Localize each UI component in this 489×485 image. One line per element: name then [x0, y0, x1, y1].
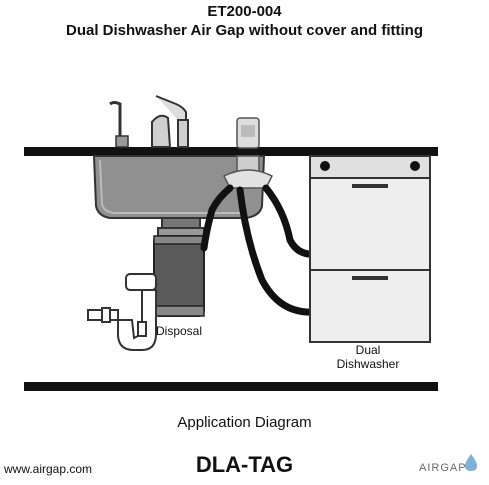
disposal-label: Disposal	[156, 324, 203, 338]
faucet-icon	[151, 95, 189, 148]
air-gap-icon	[222, 117, 274, 189]
countertop	[24, 147, 438, 156]
droplet-icon	[465, 454, 477, 471]
dishwasher-label: Dual Dishwasher	[333, 343, 403, 371]
model-number: ET200-004	[207, 3, 282, 20]
disposal-icon	[153, 235, 205, 317]
dishwasher-icon	[309, 155, 431, 343]
website-link[interactable]: www.airgap.com	[4, 462, 93, 476]
diagram-caption: Application Diagram	[177, 414, 312, 431]
diagram-subtitle: Dual Dishwasher Air Gap without cover an…	[66, 22, 423, 39]
dishwasher-label-line2: Dishwasher	[336, 357, 400, 371]
drain-hose-icon	[200, 184, 320, 316]
p-trap-icon	[87, 273, 157, 351]
soap-dispenser-icon	[109, 101, 129, 148]
model-tag: DLA-TAG	[195, 452, 294, 477]
brand-logo: AIRGAP	[413, 452, 489, 480]
floor-line	[24, 382, 438, 391]
dishwasher-label-line1: Dual	[355, 343, 381, 357]
brand-name: AIRGAP	[419, 462, 467, 474]
